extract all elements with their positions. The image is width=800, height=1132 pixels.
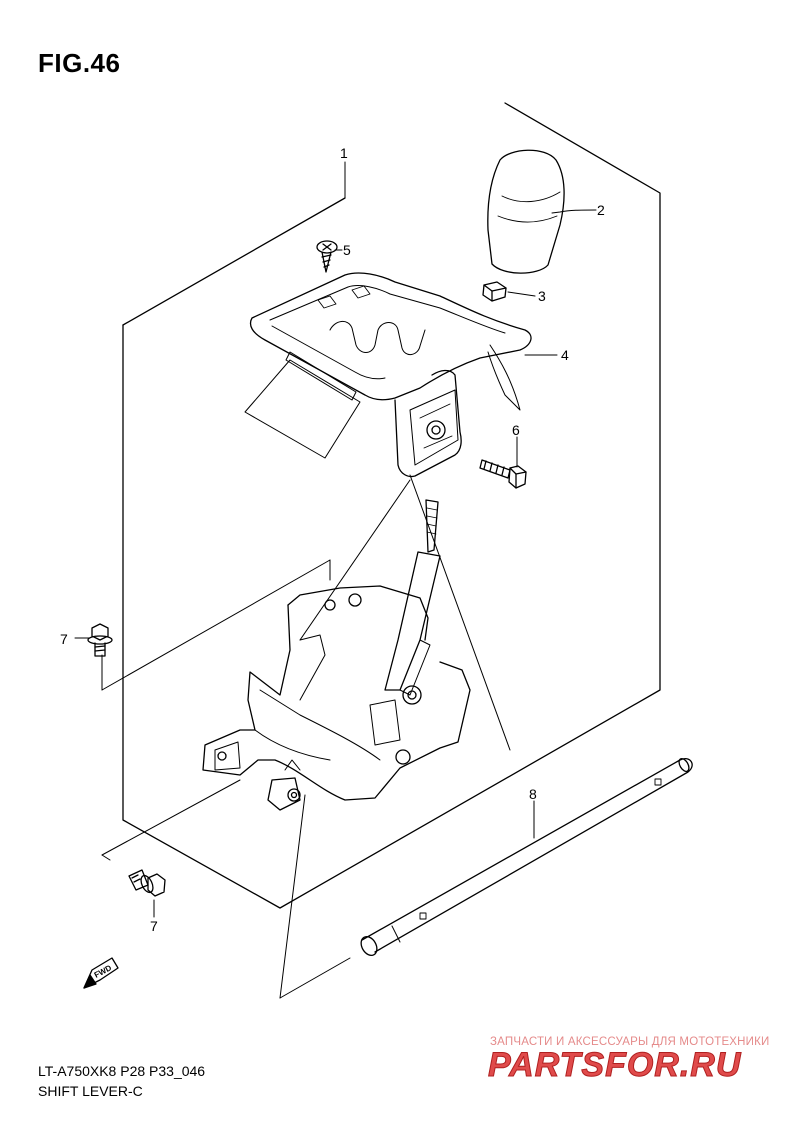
callout-4: 4 bbox=[561, 347, 569, 363]
fwd-arrow-icon: FWD bbox=[83, 957, 119, 989]
callout-1: 1 bbox=[340, 145, 348, 161]
screw-part bbox=[316, 240, 338, 273]
callout-8: 8 bbox=[529, 786, 537, 802]
callout-5: 5 bbox=[343, 242, 351, 258]
callout-6: 6 bbox=[512, 422, 520, 438]
figure-title: FIG.46 bbox=[38, 48, 121, 78]
watermark-logo: PARTSFOR.RU bbox=[487, 1046, 742, 1085]
flange-bolt-lower-part bbox=[128, 869, 166, 897]
leader-lines bbox=[74, 161, 597, 999]
shift-lever-assembly bbox=[202, 499, 471, 811]
nut-part bbox=[482, 281, 507, 302]
assembly-boundary bbox=[122, 102, 661, 909]
watermark-tagline: ЗАПЧАСТИ И АКСЕССУАРЫ ДЛЯ МОТОТЕХНИКИ bbox=[490, 1036, 770, 1048]
callout-7-upper: 7 bbox=[60, 631, 68, 647]
shift-cover-part bbox=[244, 272, 532, 478]
callout-3: 3 bbox=[538, 288, 546, 304]
callout-7-lower: 7 bbox=[150, 918, 158, 934]
shift-knob-part bbox=[487, 149, 565, 274]
shift-rod-part bbox=[360, 757, 693, 956]
callout-2: 2 bbox=[597, 202, 605, 218]
bolt-part bbox=[479, 459, 527, 489]
flange-bolt-upper-part bbox=[87, 623, 113, 657]
part-group-name: SHIFT LEVER-C bbox=[38, 1083, 143, 1099]
model-code: LT-A750XK8 P28 P33_046 bbox=[38, 1063, 206, 1079]
